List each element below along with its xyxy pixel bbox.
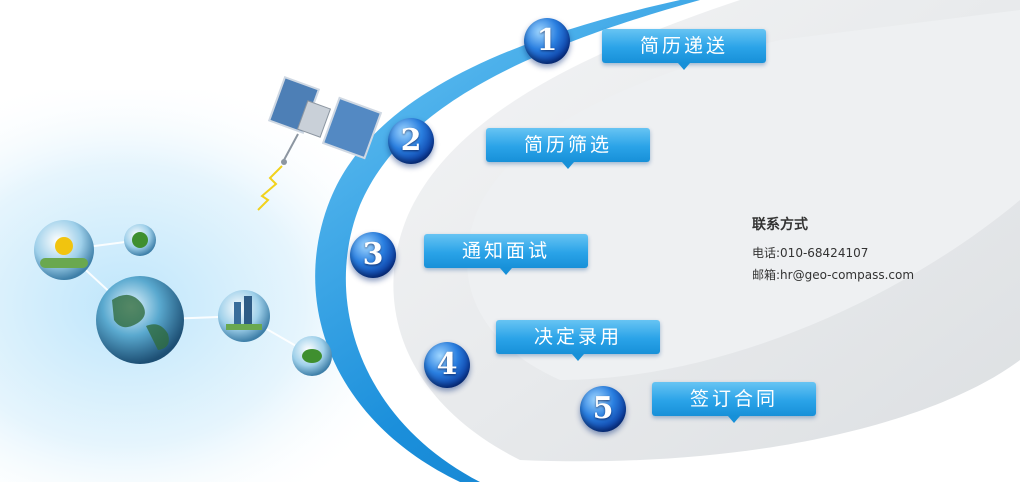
- step-label: 签订合同: [652, 382, 816, 423]
- contact-title: 联系方式: [752, 217, 808, 233]
- step-number-badge: 2: [388, 118, 434, 164]
- step-number-badge: 4: [424, 342, 470, 388]
- satellite-icon: [257, 75, 383, 211]
- flower-sphere-icon: [34, 220, 94, 280]
- contact-email-row: 邮箱:hr@geo-compass.com: [752, 264, 914, 286]
- step-number-badge: 5: [580, 386, 626, 432]
- step-label: 简历筛选: [486, 128, 650, 169]
- contact-info: 联系方式 电话:010-68424107 邮箱:hr@geo-compass.c…: [752, 214, 914, 286]
- contact-email-label: 邮箱:: [752, 268, 781, 282]
- step-label: 通知面试: [424, 234, 588, 275]
- step-label: 决定录用: [496, 320, 660, 361]
- contact-email[interactable]: hr@geo-compass.com: [780, 268, 915, 282]
- sprout-sphere-icon: [292, 336, 332, 376]
- city-sphere-icon: [218, 290, 270, 342]
- step-label: 简历递送: [602, 29, 766, 70]
- step-number-badge: 3: [350, 232, 396, 278]
- tree-sphere-icon: [124, 224, 156, 256]
- step-number-badge: 1: [524, 18, 570, 64]
- earth-globe-icon: [96, 276, 184, 364]
- contact-phone: 电话:010-68424107: [752, 246, 869, 260]
